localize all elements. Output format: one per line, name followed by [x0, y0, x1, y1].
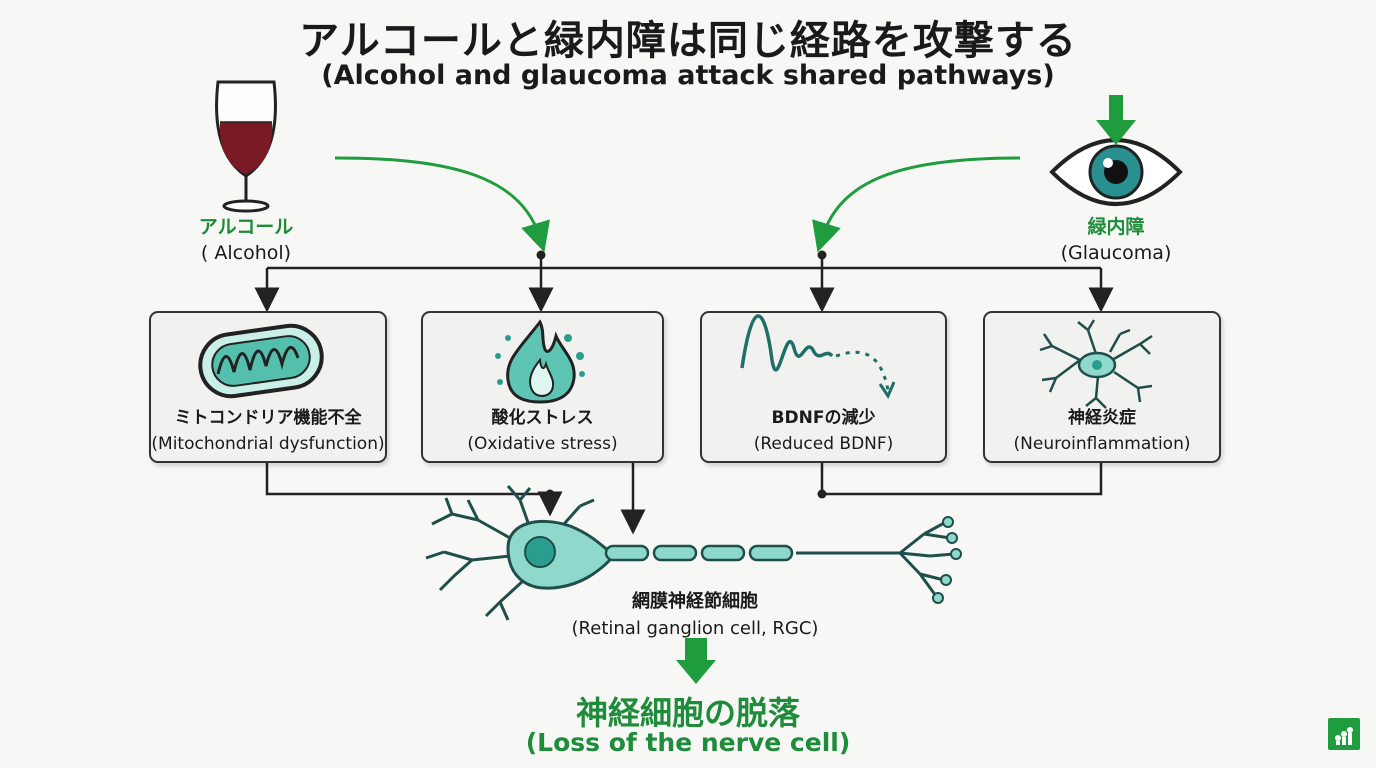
page-subtitle: (Alcohol and glaucoma attack shared path… [321, 60, 1055, 91]
wine-glass-icon [215, 80, 277, 213]
brand-logo [1328, 718, 1360, 750]
glaucoma-label-en: (Glaucoma) [1060, 242, 1172, 264]
glaucoma-flow-arrow [812, 156, 1021, 253]
distribution-bar [254, 255, 1114, 313]
mechanism-label-en: (Neuroinflammation) [1013, 434, 1191, 454]
alcohol-flow-arrow [334, 156, 550, 253]
bdnf-wave-icon [740, 314, 896, 400]
rgc-label-en: (Retinal ganglion cell, RGC) [571, 618, 819, 639]
convergence-lines [265, 460, 1103, 535]
glaucoma-label: 緑内障 (Glaucoma) [1030, 214, 1202, 266]
mechanism-label-jp: 神経炎症 [1068, 408, 1136, 428]
glaucoma-label-jp: 緑内障 [1087, 216, 1145, 238]
alcohol-label-en: ( Alcohol) [200, 242, 292, 264]
mechanism-label-en: (Reduced BDNF) [753, 434, 894, 454]
mechanism-label-jp: ミトコンドリア機能不全 [174, 408, 362, 428]
mechanism-box-neuroinflammation: 神経炎症 (Neuroinflammation) [983, 311, 1221, 463]
page-title: アルコールと緑内障は同じ経路を攻撃する [299, 18, 1077, 64]
rgc-label: 網膜神経節細胞 (Retinal ganglion cell, RGC) [560, 588, 830, 642]
mitochondria-icon [198, 323, 324, 399]
mechanism-label-jp: 酸化ストレス [491, 408, 594, 428]
mechanism-box-bdnf: BDNFの減少 (Reduced BDNF) [700, 311, 947, 463]
result-arrow-icon [676, 638, 716, 684]
neuron-icon [425, 485, 962, 621]
mechanism-label-en: (Mitochondrial dysfunction) [151, 434, 385, 454]
down-arrow-icon [1096, 95, 1136, 145]
alcohol-label: アルコール ( Alcohol) [160, 214, 332, 266]
result-title: 神経細胞の脱落 [575, 694, 800, 732]
eye-icon [1049, 138, 1183, 206]
flame-icon [495, 319, 585, 404]
result-subtitle: (Loss of the nerve cell) [525, 728, 851, 757]
microglia-icon [1039, 319, 1153, 409]
rgc-label-jp: 網膜神経節細胞 [632, 591, 758, 612]
brand-logo-icon [1335, 727, 1353, 745]
mechanism-label-jp: BDNFの減少 [771, 408, 876, 428]
mechanism-label-en: (Oxidative stress) [467, 434, 618, 454]
alcohol-label-jp: アルコール [198, 216, 294, 238]
